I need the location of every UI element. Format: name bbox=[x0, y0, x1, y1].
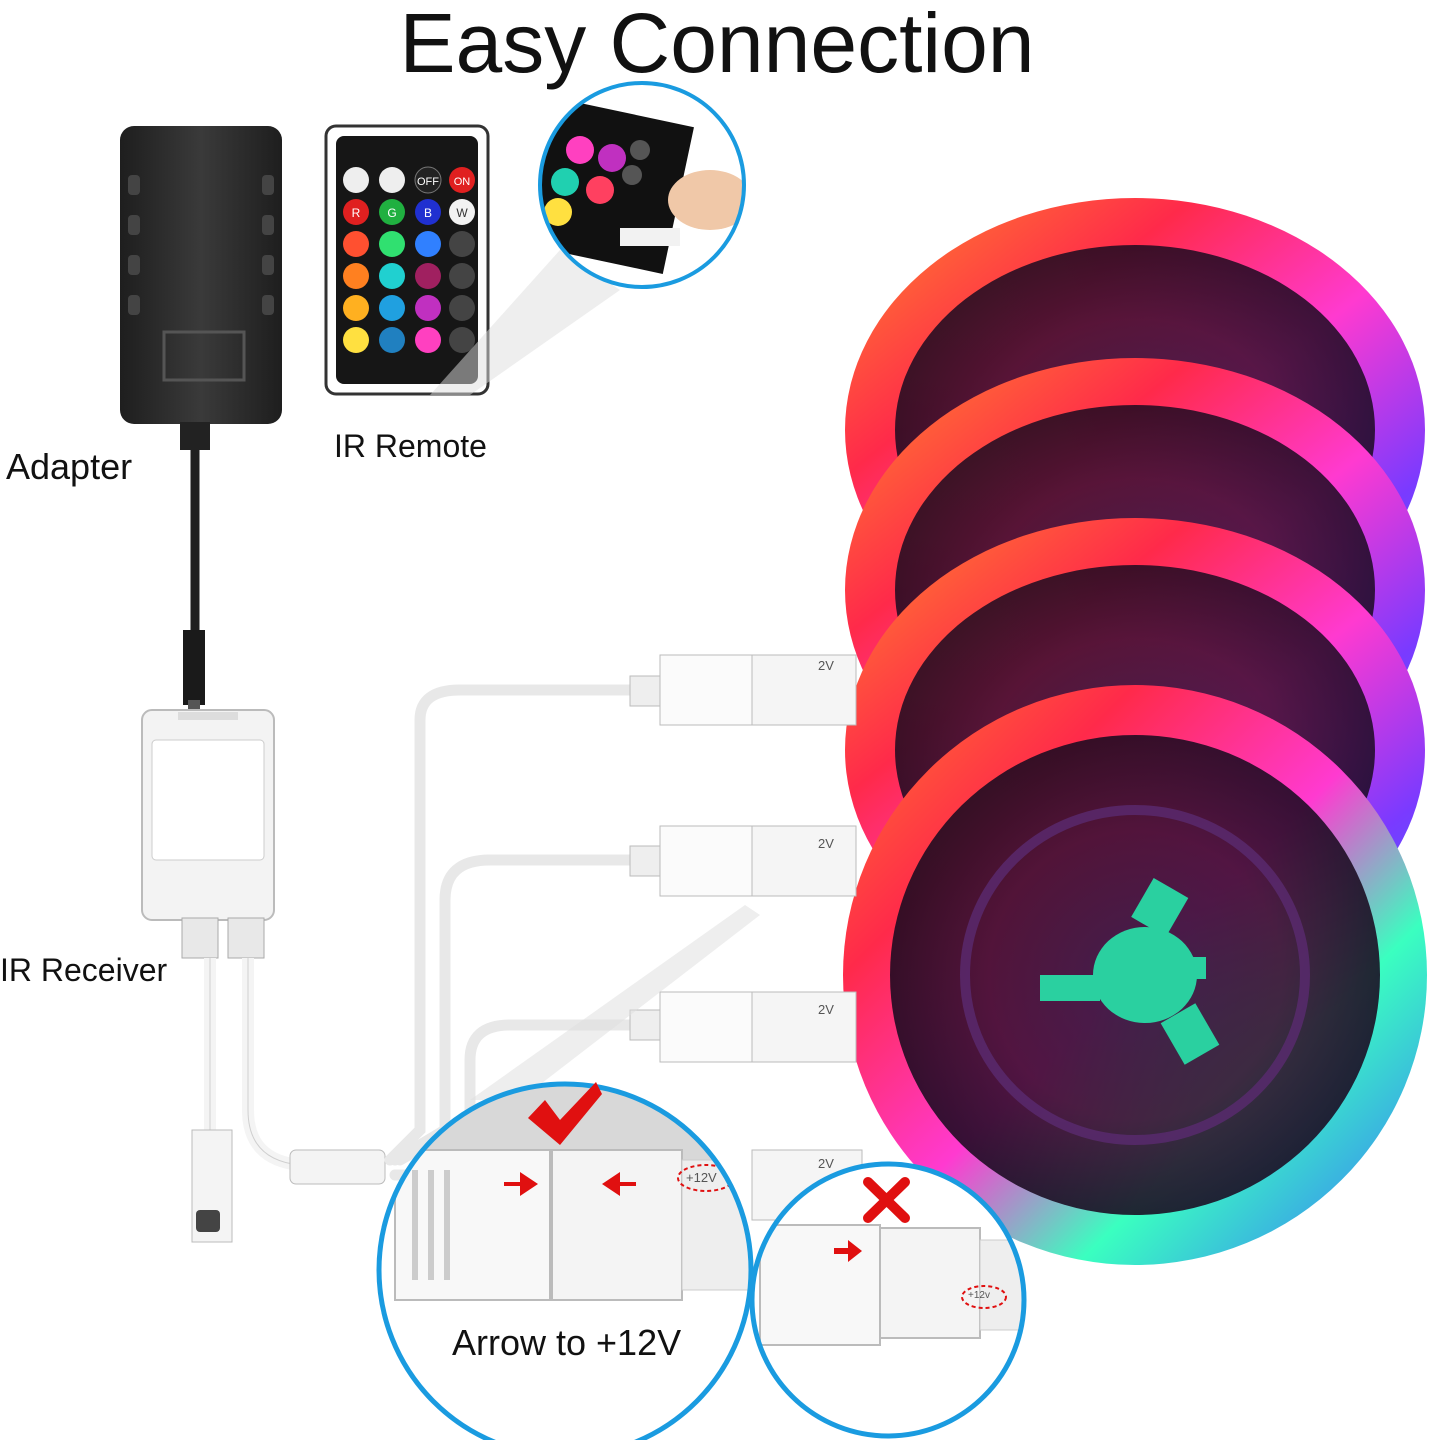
arrow-instruction-label: Arrow to +12V bbox=[452, 1322, 682, 1363]
connector-1-mark: 2V bbox=[818, 658, 834, 673]
remote-g-label: G bbox=[387, 206, 396, 220]
check-mark-icon bbox=[528, 1082, 602, 1145]
connector-2-mark: 2V bbox=[818, 836, 834, 851]
page-title: Easy Connection bbox=[399, 0, 1035, 90]
remote-r-label: R bbox=[352, 206, 361, 220]
connector-2 bbox=[629, 825, 857, 897]
correct-connection-inset bbox=[376, 1081, 754, 1440]
zoom-cone-connector bbox=[470, 905, 760, 1100]
ir-receiver-label: IR Receiver bbox=[0, 952, 168, 988]
connector-3 bbox=[629, 991, 857, 1063]
connector-3-mark: 2V bbox=[818, 1002, 834, 1017]
plus-12v-mark: +12V bbox=[686, 1170, 717, 1185]
ir-receiver bbox=[141, 709, 386, 1243]
arrow-left-icon bbox=[602, 1172, 636, 1196]
remote-button-grid bbox=[343, 166, 475, 353]
battery-tab-inset bbox=[538, 81, 746, 289]
remote-b-label: B bbox=[424, 206, 432, 220]
remote-off-label: OFF bbox=[417, 176, 439, 188]
ir-remote-label: IR Remote bbox=[334, 428, 487, 464]
connector-4-mark: 2V bbox=[818, 1156, 834, 1171]
zoom-cone-remote bbox=[430, 250, 620, 395]
ir-remote: OFF ON R G B W bbox=[324, 124, 490, 396]
power-adapter bbox=[120, 126, 282, 718]
remote-on-label: ON bbox=[454, 176, 471, 188]
remote-w-label: W bbox=[456, 206, 468, 220]
arrow-right-icon bbox=[834, 1240, 862, 1262]
connector-1 bbox=[629, 654, 857, 726]
wrong-connection-inset bbox=[749, 1161, 1027, 1439]
led-reel-4 bbox=[843, 685, 1427, 1265]
x-mark-icon bbox=[863, 1177, 910, 1223]
reel-hub bbox=[1040, 877, 1220, 1065]
adapter-label: Adapter bbox=[6, 446, 133, 487]
arrow-right-icon bbox=[504, 1172, 538, 1196]
plus-12v-mark-small: +12v bbox=[968, 1290, 990, 1301]
